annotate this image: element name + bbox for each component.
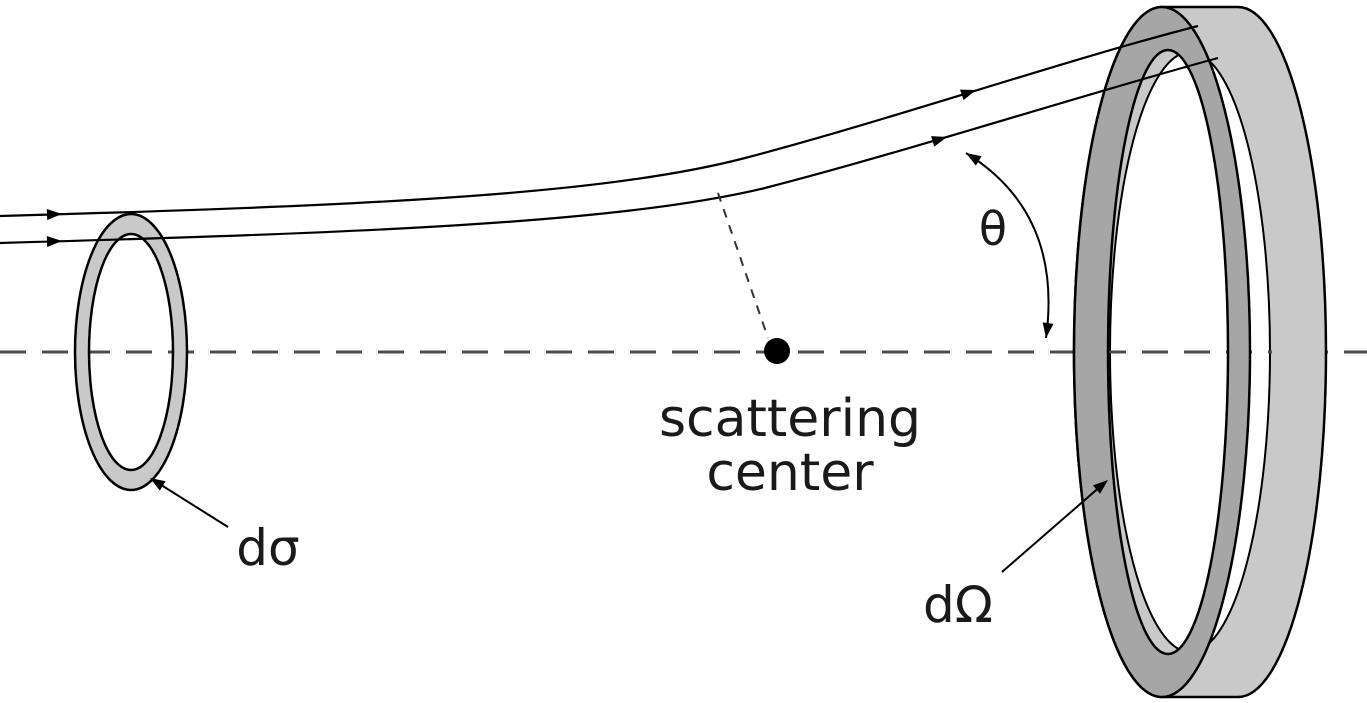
scattering-center-label-line2: center bbox=[706, 443, 874, 503]
trajectory-upper-start-arrowhead-icon bbox=[46, 209, 62, 221]
scattering-center-dot bbox=[764, 338, 790, 364]
d-omega-arrow bbox=[1001, 484, 1103, 573]
d-omega-label: dΩ bbox=[923, 576, 993, 634]
scattering-center-label-line1: scattering bbox=[659, 389, 921, 449]
detector-ring-front-face bbox=[1072, 5, 1252, 699]
trajectory-lower-start-arrowhead-icon bbox=[46, 236, 62, 248]
theta-angle-arc bbox=[965, 152, 1050, 339]
impact-parameter-dashed-line bbox=[717, 192, 769, 339]
theta-label: θ bbox=[979, 202, 1007, 256]
cross-section-ring bbox=[73, 212, 189, 492]
trajectory-upper bbox=[0, 24, 1199, 218]
theta-arc-bottom-arrowhead-icon bbox=[1042, 322, 1054, 338]
trajectory-upper-mid-arrowhead-icon bbox=[960, 89, 976, 101]
trajectory-lower bbox=[0, 56, 1219, 245]
theta-arc-top-arrowhead-icon bbox=[966, 153, 982, 166]
trajectory-lower-mid-arrowhead-icon bbox=[931, 136, 947, 147]
d-sigma-arrowhead-icon bbox=[150, 478, 166, 491]
d-sigma-label: dσ bbox=[236, 519, 299, 577]
d-omega-arrowhead-icon bbox=[1092, 480, 1108, 494]
d-sigma-arrow bbox=[157, 482, 229, 528]
